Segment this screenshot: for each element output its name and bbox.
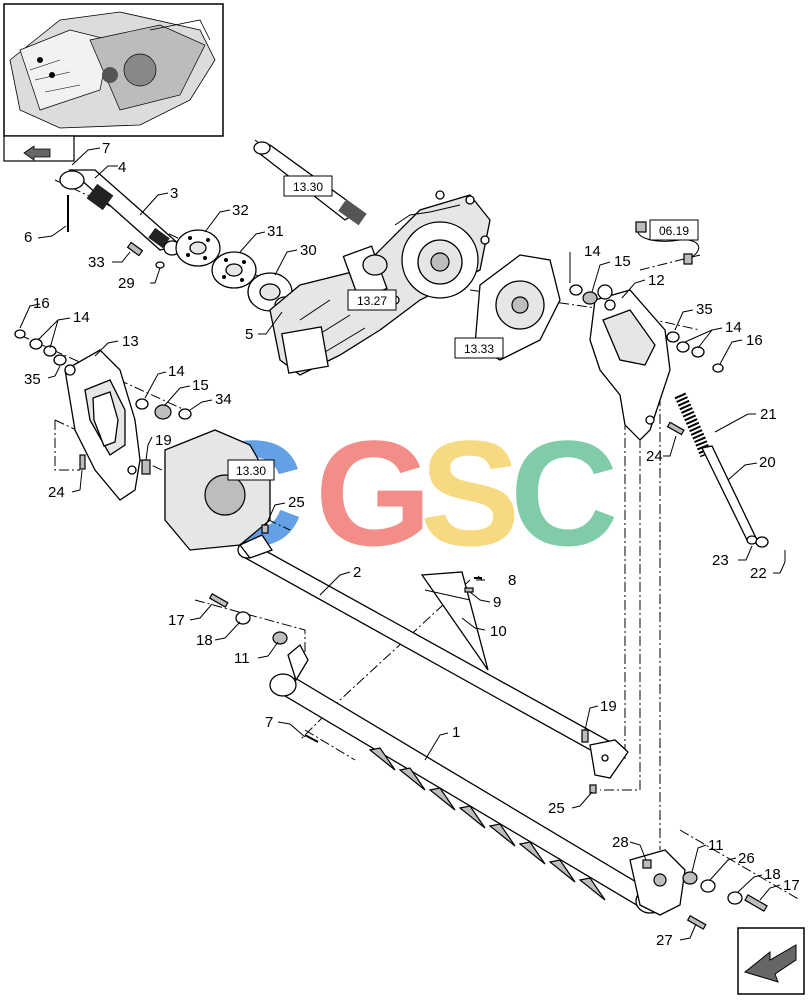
callout-22: 22 [750, 565, 767, 582]
part-32-flange [175, 229, 221, 267]
callout-25-bottom: 25 [548, 800, 565, 817]
callout-14-left-b: 14 [168, 363, 185, 380]
part-20-rod [701, 445, 786, 562]
callout-27: 27 [656, 932, 673, 949]
reference-box-13-33: 13.33 [454, 337, 504, 359]
part-gearbox-cover [474, 254, 561, 361]
callout-32: 32 [232, 202, 249, 219]
callout-6: 6 [24, 229, 32, 246]
part-12-right-plate [589, 284, 671, 441]
callout-15-right: 15 [614, 253, 631, 270]
callout-14-right-b: 14 [725, 319, 742, 336]
callout-23: 23 [712, 552, 729, 569]
callout-9: 9 [493, 594, 501, 611]
callout-leaders [19, 147, 786, 941]
callout-14-right-a: 14 [584, 243, 601, 260]
callout-34: 34 [215, 391, 232, 408]
watermark-letter-g: G [315, 409, 432, 577]
callout-16-right: 16 [746, 332, 763, 349]
callout-12: 12 [648, 272, 665, 289]
part-2-tube [237, 534, 629, 779]
callout-35-right: 35 [696, 301, 713, 318]
reference-box-13-27: 13.27 [347, 289, 397, 311]
watermark-letter-s: S [420, 409, 520, 577]
callout-21: 21 [760, 406, 777, 423]
reference-box-06-19: 06.19 [649, 219, 699, 241]
callout-2: 2 [353, 564, 361, 581]
callout-20: 20 [759, 454, 776, 471]
callout-14-left-a: 14 [73, 309, 90, 326]
part-3-drive-shaft [59, 169, 182, 256]
callout-1: 1 [452, 724, 460, 741]
callout-19-right: 19 [600, 698, 617, 715]
callout-8: 8 [508, 572, 516, 589]
part-right-fasteners [642, 859, 768, 930]
svg-text:06.19: 06.19 [659, 224, 689, 238]
callout-17-left: 17 [168, 612, 185, 629]
part-10-blade [420, 571, 489, 671]
callout-28: 28 [612, 834, 629, 851]
svg-text:13.33: 13.33 [464, 342, 494, 356]
callout-3: 3 [170, 185, 178, 202]
watermark-letter-c2: C [510, 409, 618, 577]
callout-25-top: 25 [288, 494, 305, 511]
part-13-left-plate [64, 349, 141, 501]
callout-16-left: 16 [33, 295, 50, 312]
view-direction-icon [737, 927, 805, 995]
svg-text:13.30: 13.30 [293, 180, 323, 194]
part-31-flange [211, 251, 257, 289]
callout-29: 29 [118, 275, 135, 292]
gearbox-assembly [269, 190, 491, 376]
part-14-15-right-bushings [569, 284, 724, 373]
callout-31: 31 [267, 223, 284, 240]
callout-33: 33 [88, 254, 105, 271]
callout-30: 30 [300, 242, 317, 259]
reference-box-13-30-housing: 13.30 [227, 459, 275, 481]
callout-7-lower: 7 [265, 714, 273, 731]
callout-26: 26 [738, 850, 755, 867]
part-17-18-11-left-fasteners [208, 592, 288, 645]
part-14-15-left-bushings [14, 329, 192, 420]
part-21-spring [674, 392, 712, 458]
callout-13: 13 [122, 333, 139, 350]
callout-11-right: 11 [708, 837, 724, 854]
callout-18-right: 18 [764, 866, 781, 883]
callout-5: 5 [245, 326, 253, 343]
part-24-right-bolt [666, 421, 685, 436]
svg-text:13.30: 13.30 [236, 464, 266, 478]
callout-15-left: 15 [192, 377, 209, 394]
reference-box-13-30-top: 13.30 [283, 175, 333, 197]
callout-labels: 7 4 3 32 31 30 5 6 33 29 14 15 12 35 14 … [24, 140, 800, 949]
part-19-24-left-bolts [79, 454, 151, 475]
view-arrow-icon [3, 135, 75, 162]
callout-7: 7 [102, 140, 110, 157]
locator-thumbnail [3, 3, 224, 137]
part-tines [368, 747, 606, 901]
callout-19-left: 19 [155, 432, 172, 449]
callout-24-right: 24 [646, 448, 663, 465]
callout-35-left: 35 [24, 371, 41, 388]
callout-4: 4 [118, 159, 126, 176]
callout-17-right: 17 [783, 877, 800, 894]
callout-18-left: 18 [196, 632, 213, 649]
svg-text:13.27: 13.27 [357, 294, 387, 308]
callout-24-left: 24 [48, 484, 65, 501]
callout-11-left: 11 [234, 650, 250, 667]
callout-10: 10 [490, 623, 507, 640]
